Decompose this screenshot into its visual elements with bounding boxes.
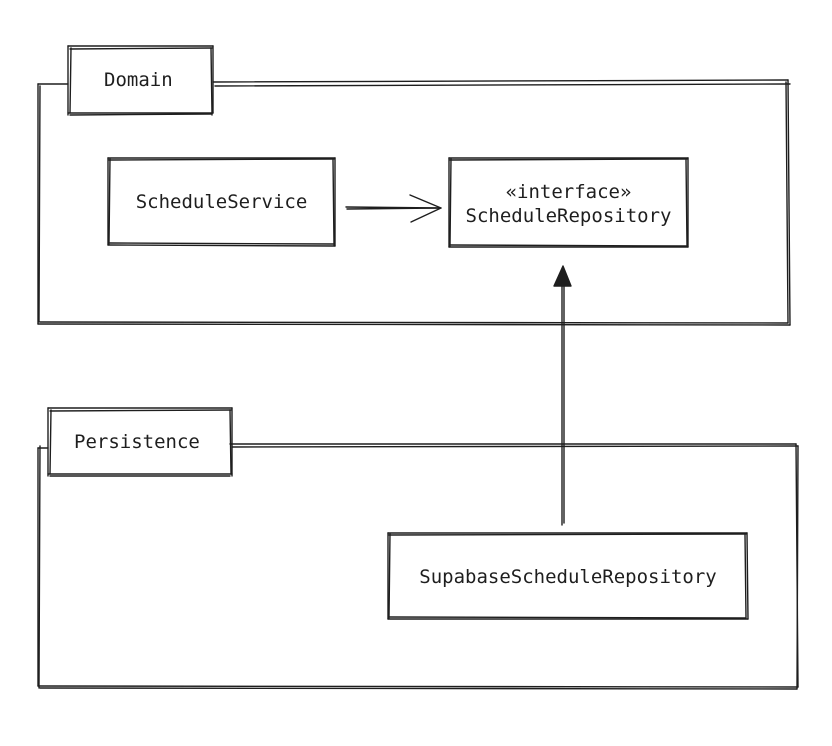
persistence-package-tab [47, 407, 233, 477]
persistence-package-title: Persistence [74, 431, 200, 453]
supabase-schedule-repository-box[interactable] [387, 532, 749, 620]
domain-package-title: Domain [104, 69, 173, 91]
dependency-arrow [345, 194, 442, 223]
schedule-repository-box[interactable] [448, 157, 689, 248]
realization-arrowhead [553, 265, 572, 287]
persistence-package-frame [37, 443, 799, 690]
schedule-repository-label: ScheduleRepository [465, 205, 672, 227]
schedule-repository-stereotype: «interface» [505, 181, 632, 203]
schedule-service-label: ScheduleService [135, 191, 308, 213]
realization-arrow [561, 283, 565, 526]
domain-package-frame [37, 79, 791, 326]
schedule-service-box[interactable] [107, 157, 336, 247]
domain-package-tab [67, 45, 214, 116]
supabase-schedule-repository-label: SupabaseScheduleRepository [419, 566, 717, 588]
